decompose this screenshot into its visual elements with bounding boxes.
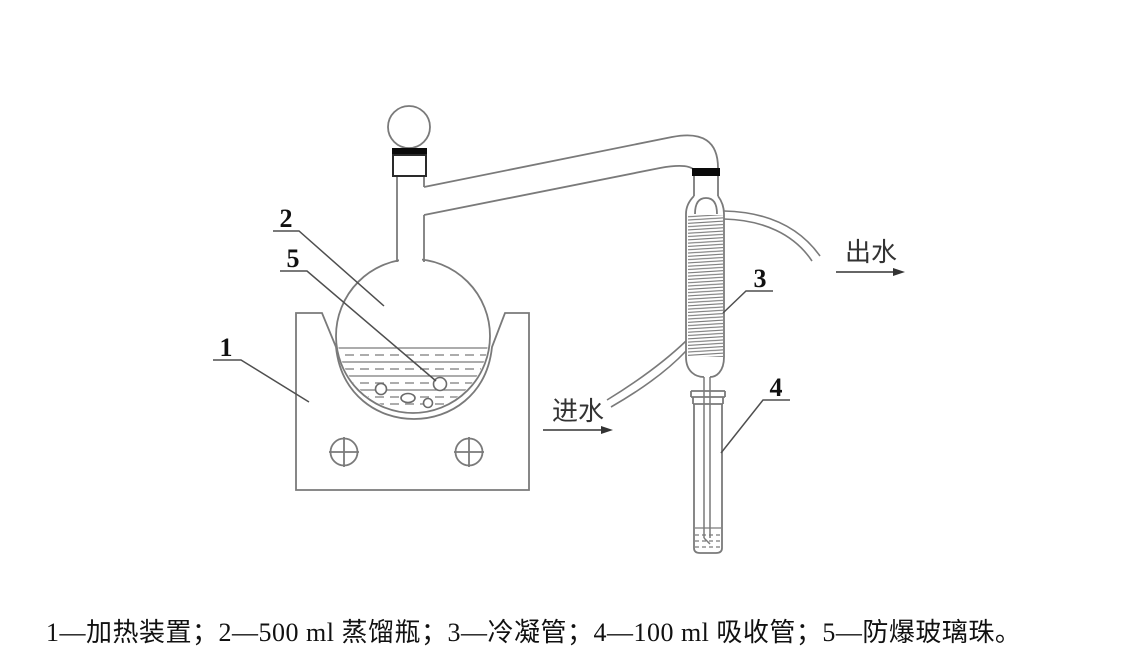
water-out-arrow-icon xyxy=(836,268,905,276)
label-glass-beads: 5 xyxy=(287,244,300,273)
part-callouts xyxy=(213,230,790,454)
heating-device xyxy=(295,312,530,491)
water-out-tube xyxy=(723,210,821,262)
leader-3 xyxy=(722,290,773,314)
label-absorption-tube: 4 xyxy=(770,373,783,402)
condenser-coil xyxy=(688,215,723,357)
label-condenser: 3 xyxy=(754,264,767,293)
water-in-label: 进水 xyxy=(552,397,604,426)
condenser-joint-band xyxy=(692,168,720,176)
glass-beads xyxy=(374,376,448,409)
leader-2 xyxy=(273,230,385,307)
glass-bead xyxy=(422,397,434,409)
condenser-inner-dome xyxy=(694,197,718,215)
stopper-band xyxy=(392,148,427,155)
absorber-liquid xyxy=(695,527,721,548)
absorption-tube xyxy=(690,390,726,554)
knob-right-icon xyxy=(454,437,484,467)
leader-1 xyxy=(213,359,310,403)
glass-bead xyxy=(374,382,388,396)
distillation-flask xyxy=(335,105,491,414)
flask-stopper xyxy=(387,105,431,177)
stopper-joint xyxy=(392,154,427,177)
condenser xyxy=(685,168,725,545)
label-heating-device: 1 xyxy=(220,333,233,362)
figure-caption: 1—加热装置；2—500 ml 蒸馏瓶；3—冷凝管；4—100 ml 吸收管；5… xyxy=(46,618,1022,647)
water-in-tube xyxy=(606,340,687,408)
knob-left-icon xyxy=(329,437,359,467)
delivery-tube xyxy=(703,377,711,545)
apparatus-diagram: 1 2 5 3 4 进水 出水 xyxy=(213,105,905,554)
label-distillation-flask: 2 xyxy=(280,204,293,233)
leader-4 xyxy=(720,399,790,454)
water-out-label: 出水 xyxy=(845,238,897,267)
side-arm-tube xyxy=(423,134,719,216)
stopper-ball xyxy=(387,105,431,149)
heating-bath-outline xyxy=(295,312,530,491)
glass-bead xyxy=(400,392,416,404)
water-in-arrow-icon xyxy=(543,426,613,434)
leader-5 xyxy=(280,270,437,382)
glass-bead xyxy=(432,376,448,392)
